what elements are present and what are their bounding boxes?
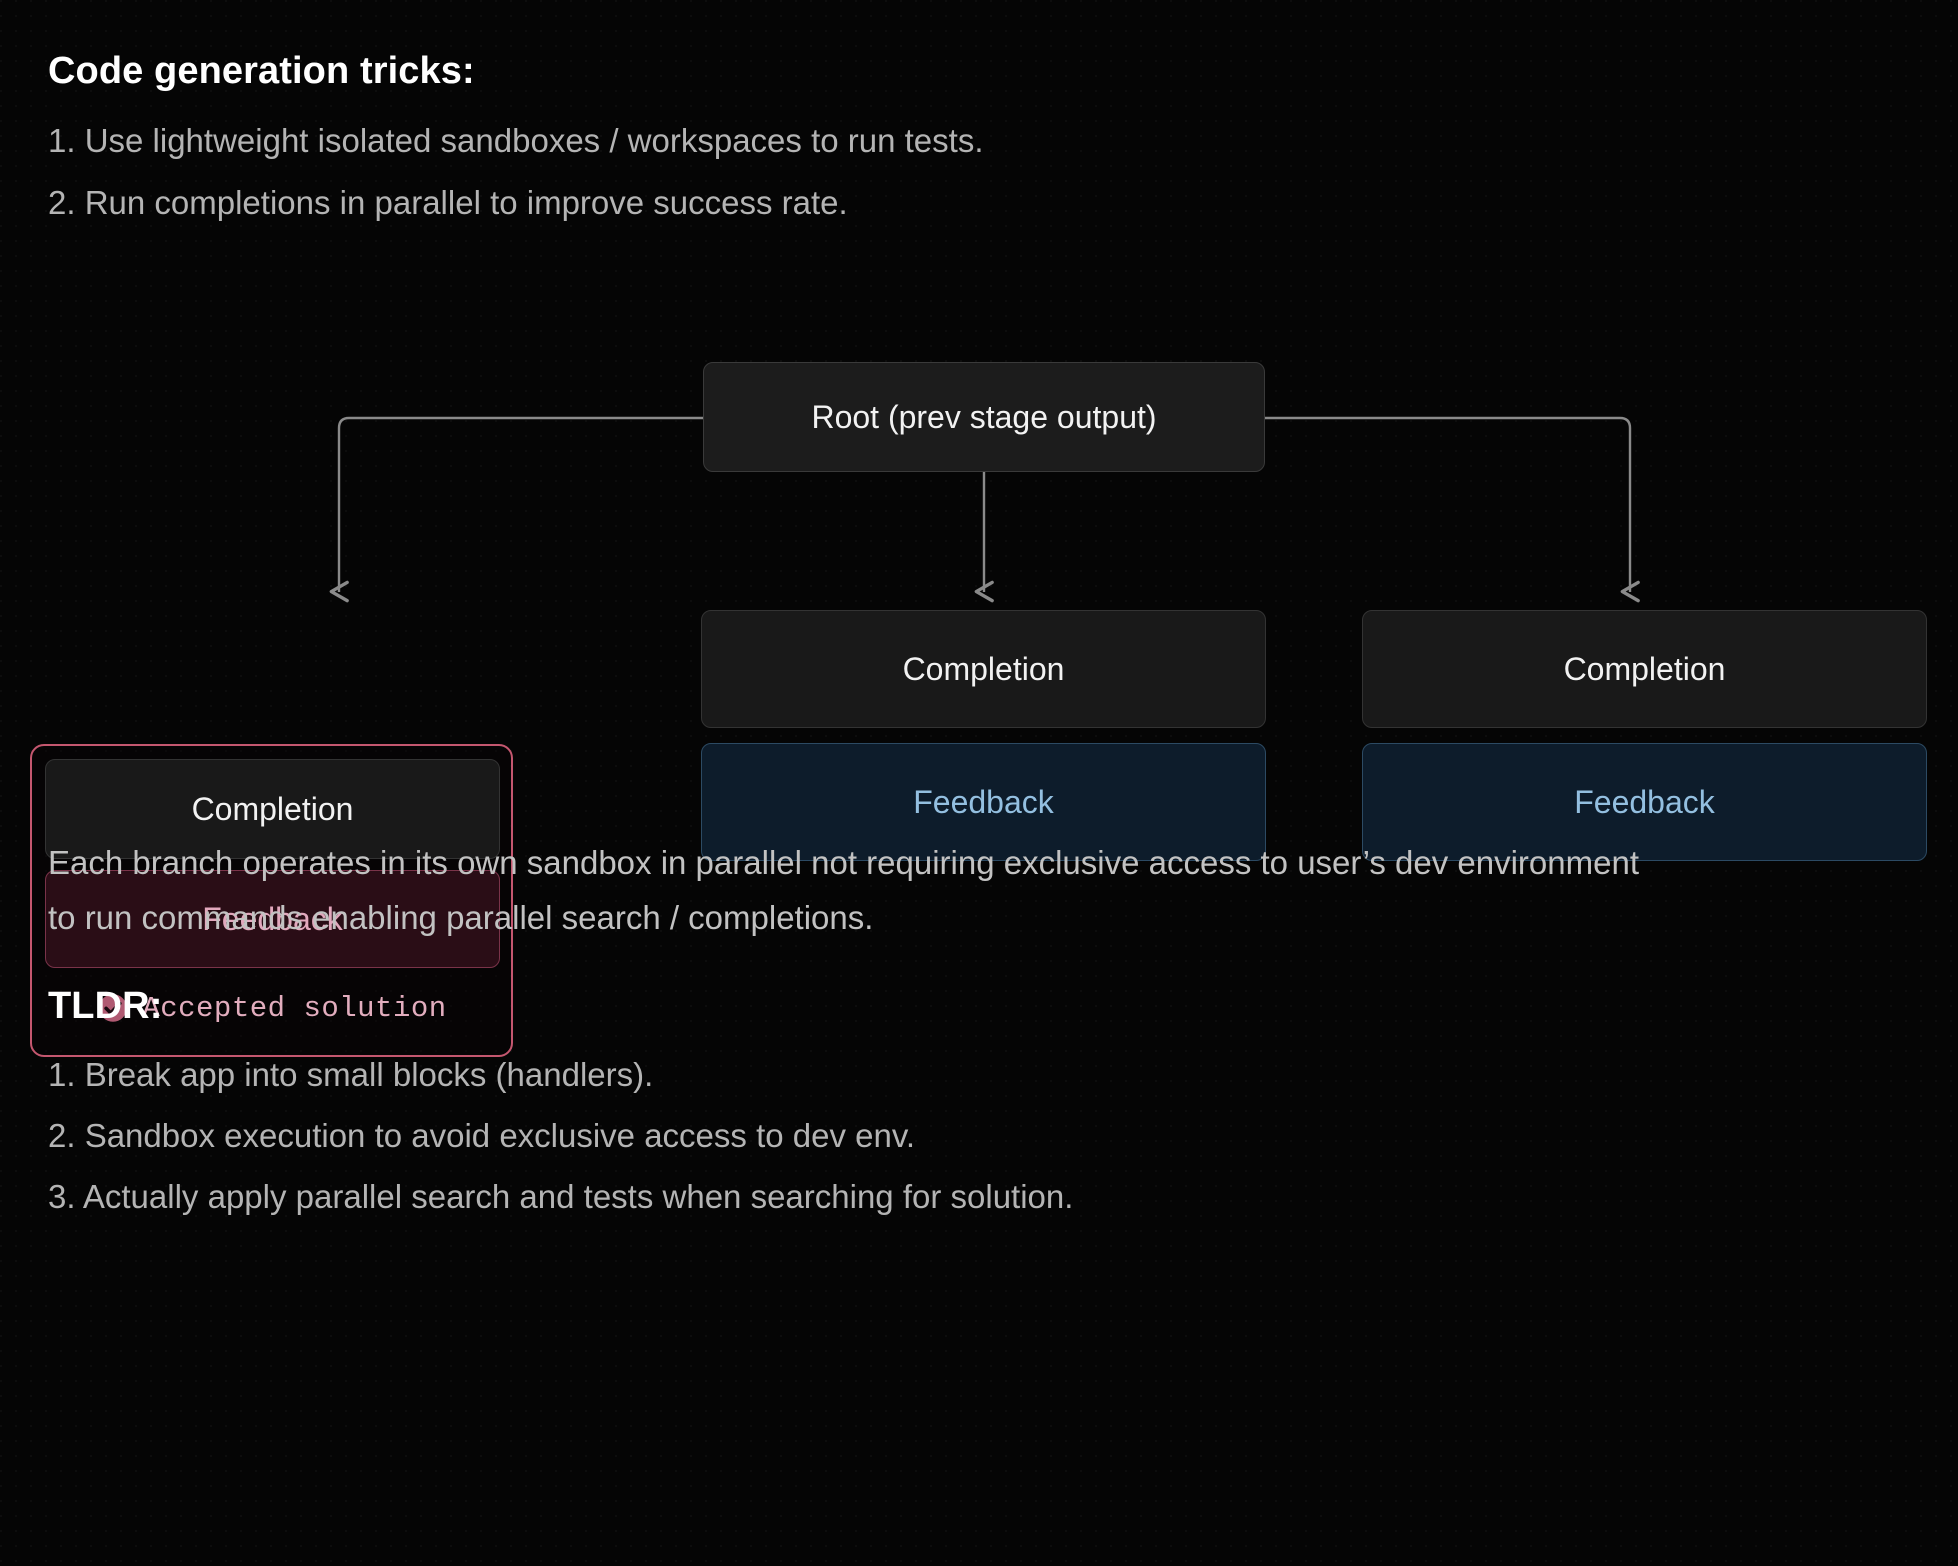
parallel-completion-diagram: Root (prev stage output) Completion Feed… [0, 270, 1958, 1057]
page-title-tldr: TLDR: [48, 985, 163, 1027]
accepted-solution-label: Accepted solution [142, 991, 447, 1025]
node-feedback-1[interactable]: Feedback [45, 870, 500, 968]
tldr-item-2: 2. Sandbox execution to avoid exclusive … [48, 1117, 916, 1154]
trick-item-2: 2. Run completions in parallel to improv… [48, 184, 848, 221]
node-completion-1[interactable]: Completion [45, 759, 500, 859]
tldr-item-1: 1. Break app into small blocks (handlers… [48, 1056, 654, 1093]
branch-accepted[interactable]: Completion Feedback Accepted solution [30, 744, 513, 1057]
page-title-code-generation-tricks: Code generation tricks: [48, 50, 475, 92]
node-completion-2[interactable]: Completion [701, 610, 1266, 728]
tldr-item-3: 3. Actually apply parallel search and te… [48, 1178, 1074, 1215]
node-feedback-2[interactable]: Feedback [701, 743, 1266, 861]
node-completion-3[interactable]: Completion [1362, 610, 1927, 728]
check-circle-icon [99, 994, 128, 1022]
trick-item-1: 1. Use lightweight isolated sandboxes / … [48, 122, 984, 159]
accepted-solution-badge: Accepted solution [45, 986, 500, 1030]
node-feedback-3[interactable]: Feedback [1362, 743, 1927, 861]
diagram-caption: Each branch operates in its own sandbox … [48, 844, 1639, 936]
node-root[interactable]: Root (prev stage output) [703, 362, 1265, 472]
